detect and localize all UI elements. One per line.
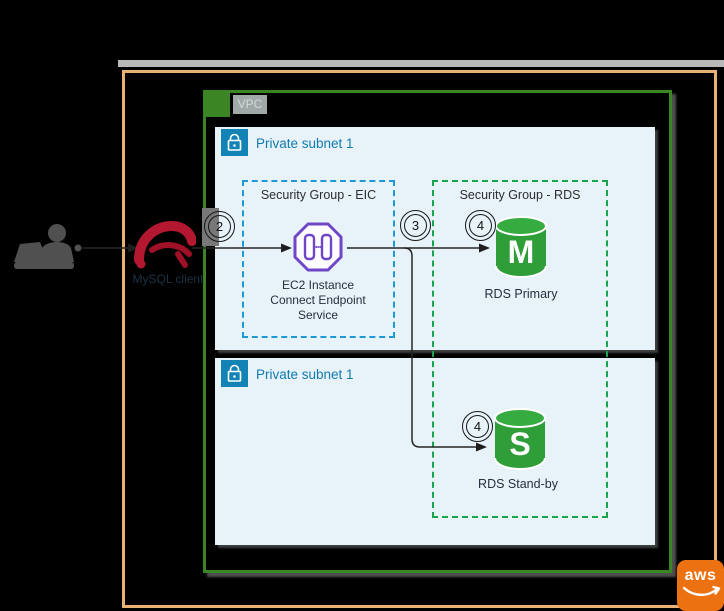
vpc-label: VPC <box>233 95 267 114</box>
user-icon <box>14 224 82 269</box>
security-group-eic: Security Group - EIC <box>242 180 395 338</box>
ec2-instance-connect-endpoint-icon <box>293 222 343 272</box>
step-badge-4-primary: 4 <box>465 210 496 241</box>
vpc-boundary <box>203 90 672 573</box>
step-badge-2-number: 2 <box>208 215 231 238</box>
subnet-2-label: Private subnet 1 <box>256 367 354 382</box>
step-badge-2: 2 <box>204 211 235 242</box>
aws-smile-icon <box>682 585 720 597</box>
rds-standby-label: RDS Stand-by <box>478 477 558 491</box>
private-subnet-lock-icon <box>221 129 248 156</box>
rds-primary-label: RDS Primary <box>484 287 558 301</box>
step-badge-4-standby: 4 <box>462 411 493 442</box>
top-gray-band <box>118 60 724 67</box>
rds-standby-letter: S <box>509 426 530 462</box>
step-badge-4-primary-number: 4 <box>469 214 492 237</box>
step-badge-3: 3 <box>400 210 431 241</box>
private-subnet-lock-icon <box>221 360 248 387</box>
security-group-rds-label: Security Group - RDS <box>459 188 581 202</box>
step-badge-4-standby-number: 4 <box>466 415 489 438</box>
rds-primary-icon: M <box>495 216 547 279</box>
step-badge-3-number: 3 <box>404 214 427 237</box>
vpc-icon <box>203 90 230 117</box>
eic-endpoint-label: EC2 Instance Connect Endpoint Service <box>270 278 366 322</box>
security-group-eic-label: Security Group - EIC <box>260 188 377 202</box>
mysql-dolphin-icon <box>134 220 196 269</box>
aws-logo: aws <box>677 560 724 611</box>
rds-standby-icon: S <box>494 408 546 471</box>
aws-logo-text: aws <box>684 567 717 584</box>
rds-primary-letter: M <box>508 234 535 270</box>
aws-cloud-boundary <box>122 70 717 608</box>
subnet-1-label: Private subnet 1 <box>256 136 354 151</box>
mysql-client-label: MySQL client <box>132 272 204 286</box>
